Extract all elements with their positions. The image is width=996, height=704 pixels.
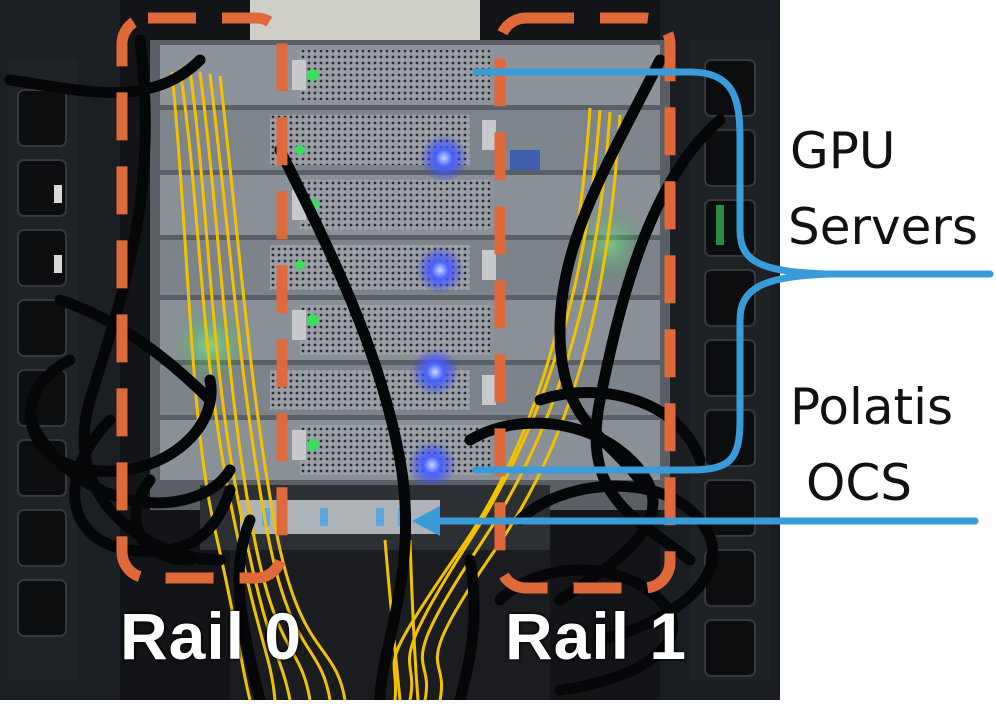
polatis-ocs-arrowhead [412,506,440,536]
gpu-servers-label-line2: Servers [788,198,979,256]
rail-1-label: Rail 1 [505,599,688,673]
polatis-ocs-label-line1: Polatis [790,378,954,436]
pdu-left [8,60,78,680]
polatis-ocs-label-line2: OCS [806,454,913,512]
rail-1-box [494,12,676,594]
blue-led-group [408,134,468,489]
rail-0-box [116,12,288,584]
fiber-bundle-rail-0 [170,69,347,700]
server-rack-photo: Rail 0 Rail 1 [0,0,780,700]
power-cables [4,34,726,700]
gpu-servers-label-line1: GPU [790,122,896,180]
rail-0-label: Rail 0 [120,599,303,673]
gpu-servers-bracket [472,68,994,278]
